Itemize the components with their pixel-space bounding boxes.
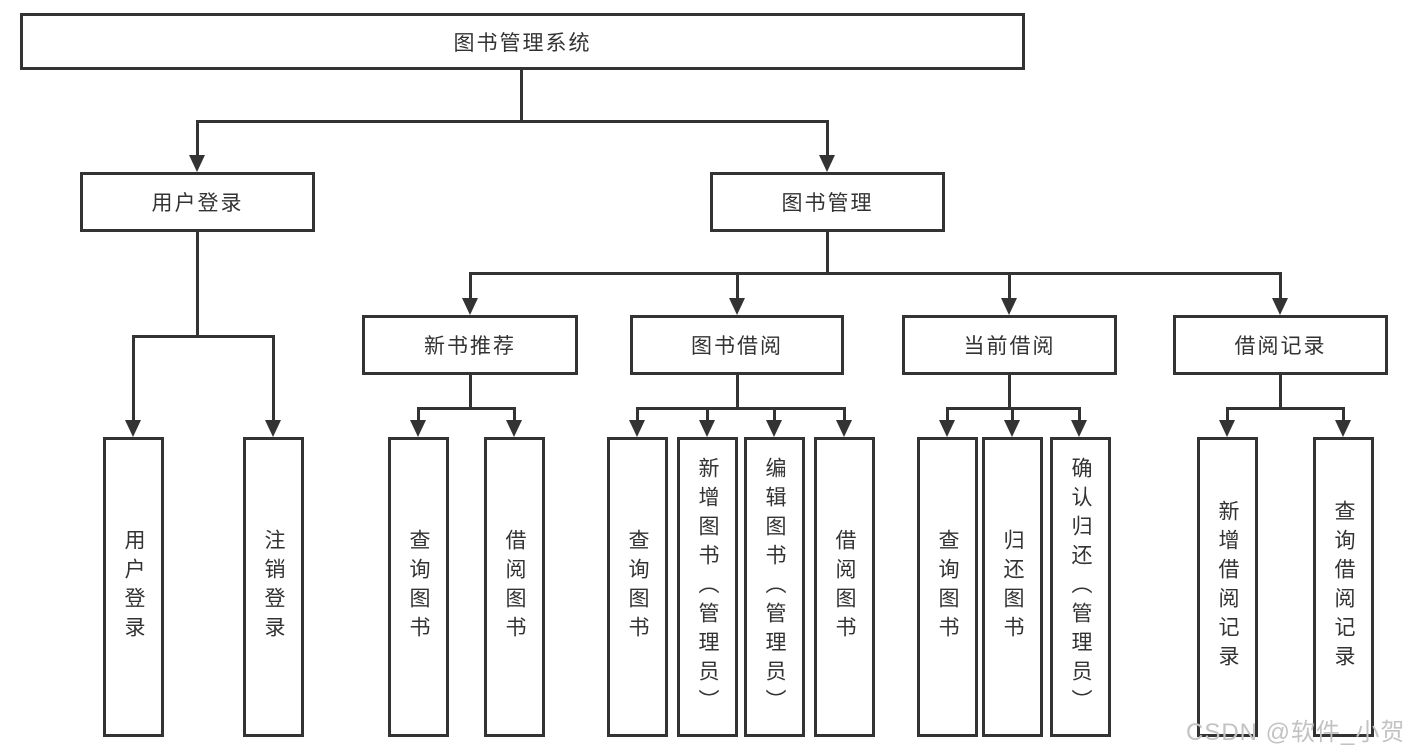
node-new-book-recommend: 新书推荐 xyxy=(362,315,578,375)
leaf-label: 新增图书（管理员） xyxy=(696,456,719,718)
connector-line xyxy=(1011,407,1014,423)
node-label: 用户登录 xyxy=(151,192,244,215)
arrow-down-icon xyxy=(506,420,522,437)
arrow-down-icon xyxy=(189,155,205,172)
connector-line xyxy=(417,407,516,410)
arrow-down-icon xyxy=(462,298,478,315)
arrow-down-icon xyxy=(629,420,645,437)
connector-line xyxy=(1078,407,1081,423)
leaf-label: 编辑图书（管理员） xyxy=(763,456,786,718)
arrow-down-icon xyxy=(265,420,281,437)
connector-line xyxy=(272,335,275,421)
leaf-current-query-books: 查询图书 xyxy=(917,437,978,737)
arrow-down-icon xyxy=(1071,420,1087,437)
connector-line xyxy=(1342,407,1345,423)
connector-line xyxy=(469,375,472,407)
arrow-down-icon xyxy=(939,420,955,437)
connector-line xyxy=(1008,272,1011,300)
leaf-borrow-books: 借阅图书 xyxy=(814,437,875,737)
connector-line xyxy=(636,407,639,423)
node-current-borrowing: 当前借阅 xyxy=(902,315,1117,375)
connector-line xyxy=(469,272,472,300)
arrow-down-icon xyxy=(1272,298,1288,315)
leaf-add-book-admin: 新增图书（管理员） xyxy=(677,437,738,737)
leaf-add-borrow-record: 新增借阅记录 xyxy=(1197,437,1258,737)
leaf-label: 确认归还（管理员） xyxy=(1069,456,1092,718)
connector-line xyxy=(469,272,1282,275)
connector-line xyxy=(513,407,516,423)
arrow-down-icon xyxy=(1335,420,1351,437)
connector-line xyxy=(736,272,739,300)
leaf-label: 用户登录 xyxy=(122,529,145,645)
node-label: 图书管理 xyxy=(781,192,874,215)
arrow-down-icon xyxy=(1004,420,1020,437)
node-label: 图书管理系统 xyxy=(453,31,592,55)
connector-line xyxy=(196,232,199,335)
connector-line xyxy=(773,407,776,423)
leaf-label: 注销登录 xyxy=(262,529,285,645)
node-label: 新书推荐 xyxy=(424,335,516,358)
connector-line xyxy=(1226,407,1229,423)
leaf-query-borrow-records: 查询借阅记录 xyxy=(1313,437,1374,737)
leaf-label: 新增借阅记录 xyxy=(1216,500,1239,674)
arrow-down-icon xyxy=(125,420,141,437)
arrow-down-icon xyxy=(836,420,852,437)
connector-line xyxy=(636,407,845,410)
csdn-watermark: CSDN @软件_小贺同学 xyxy=(1186,719,1405,746)
leaf-logout: 注销登录 xyxy=(243,437,304,737)
node-label: 借阅记录 xyxy=(1234,335,1327,358)
connector-line xyxy=(706,407,709,423)
leaf-borrow-query-books: 查询图书 xyxy=(607,437,668,737)
leaf-label: 查询借阅记录 xyxy=(1332,500,1355,674)
node-borrowing-records: 借阅记录 xyxy=(1173,315,1388,375)
leaf-edit-book-admin: 编辑图书（管理员） xyxy=(744,437,805,737)
leaf-label: 借阅图书 xyxy=(503,529,526,645)
node-label: 当前借阅 xyxy=(963,335,1056,358)
leaf-label: 归还图书 xyxy=(1001,529,1024,645)
leaf-recommend-query-books: 查询图书 xyxy=(388,437,449,737)
connector-line xyxy=(826,232,829,272)
connector-line xyxy=(132,335,135,421)
arrow-down-icon xyxy=(819,155,835,172)
connector-line xyxy=(826,120,829,158)
connector-line xyxy=(1226,407,1344,410)
node-library-management-system: 图书管理系统 xyxy=(20,13,1025,70)
leaf-recommend-borrow-books: 借阅图书 xyxy=(484,437,545,737)
connector-line xyxy=(520,70,523,120)
arrow-down-icon xyxy=(729,298,745,315)
node-label: 图书借阅 xyxy=(691,335,783,358)
arrow-down-icon xyxy=(1219,420,1235,437)
connector-line xyxy=(736,375,739,407)
leaf-label: 查询图书 xyxy=(936,529,959,645)
arrow-down-icon xyxy=(1001,298,1017,315)
leaf-label: 查询图书 xyxy=(626,529,649,645)
connector-line xyxy=(843,407,846,423)
connector-line xyxy=(196,120,829,123)
leaf-return-books: 归还图书 xyxy=(982,437,1043,737)
connector-line xyxy=(196,120,199,158)
leaf-label: 查询图书 xyxy=(407,529,430,645)
arrow-down-icon xyxy=(699,420,715,437)
node-user-login: 用户登录 xyxy=(80,172,315,232)
leaf-confirm-return-admin: 确认归还（管理员） xyxy=(1050,437,1111,737)
node-book-borrowing: 图书借阅 xyxy=(630,315,844,375)
leaf-user-login: 用户登录 xyxy=(103,437,164,737)
connector-line xyxy=(946,407,949,423)
connector-line xyxy=(1279,375,1282,407)
node-book-management: 图书管理 xyxy=(710,172,945,232)
arrow-down-icon xyxy=(766,420,782,437)
connector-line xyxy=(417,407,420,423)
connector-line xyxy=(132,335,274,338)
leaf-label: 借阅图书 xyxy=(833,529,856,645)
connector-line xyxy=(1008,375,1011,407)
arrow-down-icon xyxy=(410,420,426,437)
connector-line xyxy=(1279,272,1282,300)
